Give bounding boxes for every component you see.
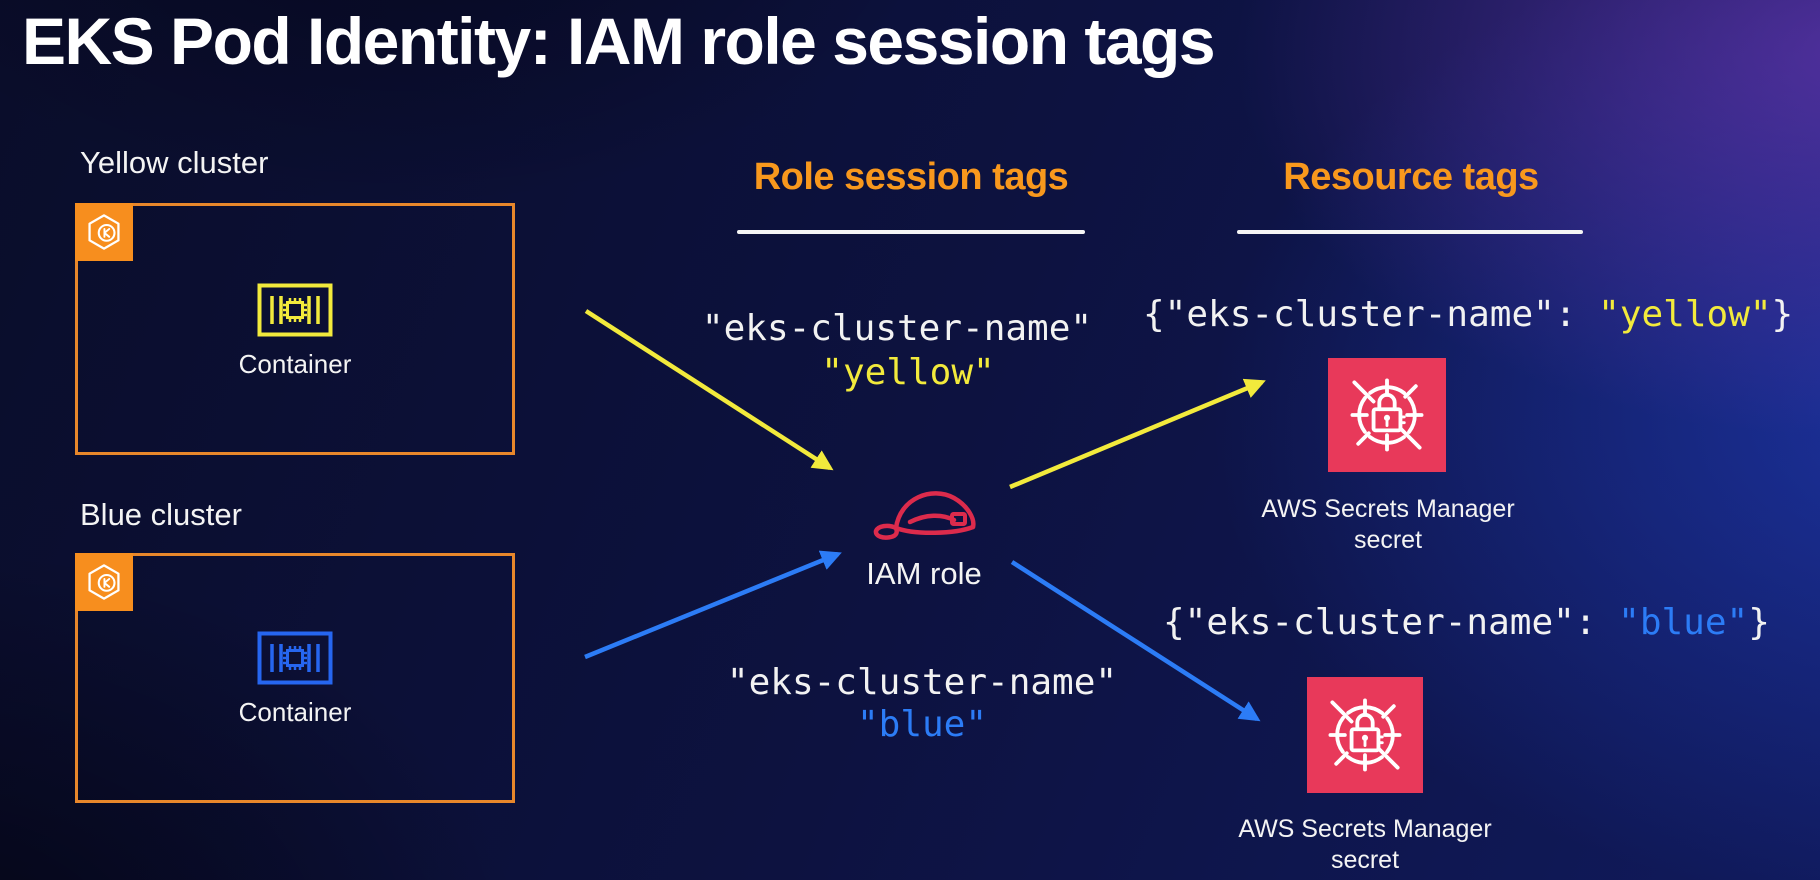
arrow-blue-cluster-to-iam: [584, 550, 842, 660]
secrets-manager-icon: [1307, 677, 1423, 793]
resource-tag-blue: {"eks-cluster-name": "blue"}: [1163, 602, 1770, 644]
iam-role-label: IAM role: [866, 556, 982, 591]
iam-role-icon: [870, 478, 980, 540]
arrow-yellow-cluster-to-iam: [584, 309, 834, 471]
eks-hexagon-k-icon: [88, 564, 120, 600]
yellow-cluster-box: [75, 203, 515, 455]
secrets-manager-icon: [1328, 358, 1446, 472]
yellow-cluster-label: Yellow cluster: [80, 145, 269, 180]
resource-tag-prefix: {"eks-cluster-name":: [1163, 602, 1619, 643]
secrets-caption-line1: AWS Secrets Manager: [1238, 815, 1492, 843]
blue-cluster-box: [75, 553, 515, 803]
session-tag-yellow-value: "yellow": [821, 352, 995, 393]
heading-underline: [737, 230, 1085, 234]
eks-hexagon-k-icon: [88, 214, 120, 250]
session-tag-blue-value: "blue": [856, 704, 988, 745]
resource-tag-yellow: {"eks-cluster-name": "yellow"}: [1143, 294, 1793, 336]
resource-tag-suffix: }: [1748, 602, 1770, 643]
blue-cluster-label: Blue cluster: [80, 497, 242, 532]
container-icon-blue: [256, 631, 334, 685]
eks-icon: [75, 203, 133, 261]
resource-tag-suffix: }: [1771, 294, 1794, 335]
session-tag-yellow-key: "eks-cluster-name": [701, 308, 1093, 349]
secrets-caption-line2: secret: [1353, 526, 1423, 554]
eks-icon: [75, 553, 133, 611]
container-label: Container: [238, 349, 352, 379]
arrow-iam-to-yellow-secret: [1009, 378, 1266, 490]
secrets-caption-line1: AWS Secrets Manager: [1261, 495, 1515, 523]
session-tag-blue-key: "eks-cluster-name": [726, 662, 1118, 703]
page-title: EKS Pod Identity: IAM role session tags: [22, 4, 1216, 78]
container-icon-yellow: [256, 283, 334, 337]
secrets-caption-line2: secret: [1330, 846, 1400, 874]
resource-tags-heading: Resource tags: [1283, 156, 1539, 198]
arrow-iam-to-blue-secret: [1010, 560, 1261, 722]
resource-tag-value: "yellow": [1598, 294, 1772, 335]
container-label: Container: [238, 697, 352, 727]
resource-tag-prefix: {"eks-cluster-name":: [1143, 294, 1599, 335]
resource-tag-value: "blue": [1618, 602, 1749, 643]
role-session-tags-heading: Role session tags: [753, 156, 1069, 198]
heading-underline: [1237, 230, 1583, 234]
